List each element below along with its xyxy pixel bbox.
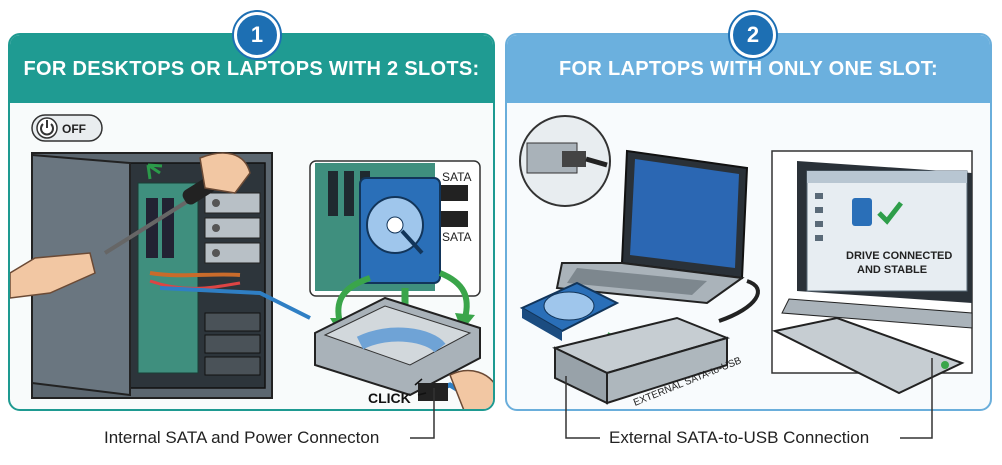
insert-arrow [146,163,163,180]
usb-port-zoom [519,115,611,207]
panel-external-connection: FOR LAPTOPS WITH ONLY ONE SLOT: [505,33,992,411]
arrow-green-right [438,270,470,319]
step-2-badge: 2 [730,12,776,58]
panel-internal-connection: FOR DESKTOPS OR LAPTOPS WITH 2 SLOTS: OF… [8,33,495,411]
arrow-green-left [335,275,371,324]
check-icon [877,201,903,225]
caption-internal: Internal SATA and Power Connecton [104,428,380,447]
power-off-label: OFF [62,122,86,136]
screen-status-line1: DRIVE CONNECTED [846,250,952,262]
usb-plug-icon [562,151,608,168]
power-off-indicator: OFF [31,114,103,142]
sata-plug [418,383,448,401]
sata-port-label-top: SATA [442,170,472,184]
internal-sata-illustration: OFF [10,114,493,409]
click-label: CLICK [368,390,411,406]
screwdriver-icon [103,152,251,255]
usb-cable [718,279,760,323]
hand-right [449,369,493,409]
screen-status-line2: AND STABLE [857,264,927,276]
laptop-icon [555,149,749,305]
motherboard-inset: SATA SATA [309,160,481,297]
sata-port-label-bottom: SATA [442,230,472,244]
step-1-badge: 1 [234,12,280,58]
connected-screen-inset: DRIVE CONNECTED AND STABLE [771,150,973,395]
hard-drive-icon-2 [519,281,620,341]
caption-external: External SATA-to-USB Connection [609,428,870,447]
external-sata-illustration: EXTERNAL SATA-to-USB DRIVE CONNECTED AND… [519,115,973,409]
hard-drive-icon [359,177,441,284]
power-icon [36,117,58,139]
hard-drive-large [314,296,481,397]
hand-left [10,252,96,299]
